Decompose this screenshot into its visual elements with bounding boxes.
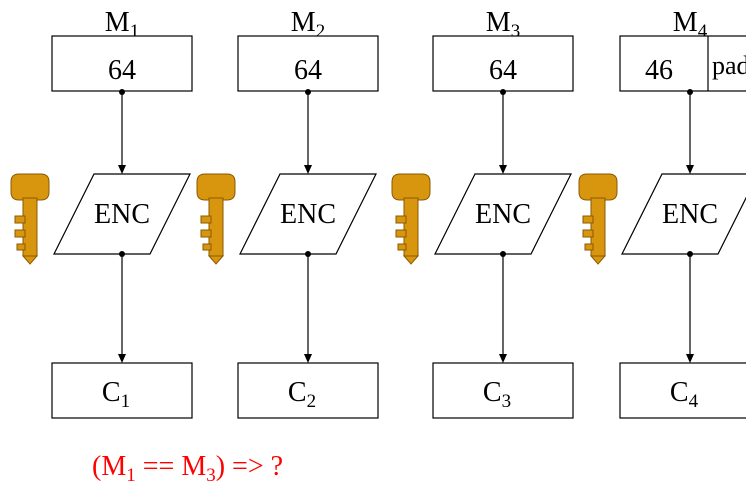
enc-label: ENC [662, 199, 718, 230]
message-label-letter: M [486, 7, 511, 38]
key-icon [578, 173, 618, 265]
message-block-value: 64 [294, 55, 322, 86]
arrow-head [304, 165, 312, 174]
arrow-head [118, 354, 126, 363]
ciphertext-label: C4 [670, 377, 699, 412]
message-block-box [619, 35, 746, 92]
pad-label: pad [712, 51, 746, 80]
ciphertext-box [237, 362, 379, 419]
question-sub-2: 3 [206, 465, 216, 483]
message-label-sub: 4 [698, 21, 708, 42]
question-open: (M [92, 451, 126, 482]
enc-block [239, 173, 377, 255]
ciphertext-letter: C [483, 377, 502, 408]
ciphertext-sub: 4 [689, 391, 699, 412]
message-label: M2 [291, 7, 325, 42]
question-close: ) => ? [216, 451, 283, 482]
question-middle: == M [136, 451, 207, 482]
ciphertext-sub: 1 [121, 391, 131, 412]
ciphertext-letter: C [102, 377, 121, 408]
enc-block [434, 173, 572, 255]
message-label-letter: M [105, 7, 130, 38]
message-label-sub: 1 [130, 21, 140, 42]
message-label-sub: 2 [316, 21, 326, 42]
ciphertext-sub: 2 [307, 391, 317, 412]
ciphertext-box [619, 362, 746, 419]
arrow-head [499, 354, 507, 363]
key-icon [391, 173, 431, 265]
ciphertext-label: C1 [102, 377, 130, 412]
message-label-letter: M [673, 7, 698, 38]
enc-label: ENC [280, 199, 336, 230]
message-block-value: 64 [489, 55, 517, 86]
ciphertext-label: C2 [288, 377, 316, 412]
ciphertext-letter: C [670, 377, 689, 408]
enc-label: ENC [94, 199, 150, 230]
message-block-box [432, 35, 574, 92]
arrow-head [686, 165, 694, 174]
enc-block [621, 173, 746, 255]
message-label: M4 [673, 7, 708, 42]
arrow-head [499, 165, 507, 174]
message-block-value: 64 [108, 55, 136, 86]
ciphertext-label: C3 [483, 377, 511, 412]
ciphertext-sub: 3 [502, 391, 512, 412]
enc-label: ENC [475, 199, 531, 230]
message-block-box [51, 35, 193, 92]
arrow-head [686, 354, 694, 363]
message-label-letter: M [291, 7, 316, 38]
ciphertext-letter: C [288, 377, 307, 408]
question-sub-1: 1 [126, 465, 136, 483]
arrow-head [118, 165, 126, 174]
message-block-value: 46 [645, 55, 673, 86]
ciphertext-box [432, 362, 574, 419]
message-label-sub: 3 [511, 21, 521, 42]
message-label: M3 [486, 7, 520, 42]
ciphertext-box [51, 362, 193, 419]
key-icon [10, 173, 50, 265]
message-block-box [237, 35, 379, 92]
enc-block [53, 173, 191, 255]
arrow-head [304, 354, 312, 363]
message-label: M1 [105, 7, 139, 42]
question-formula: (M1 == M3) => ? [92, 451, 283, 483]
key-icon [196, 173, 236, 265]
